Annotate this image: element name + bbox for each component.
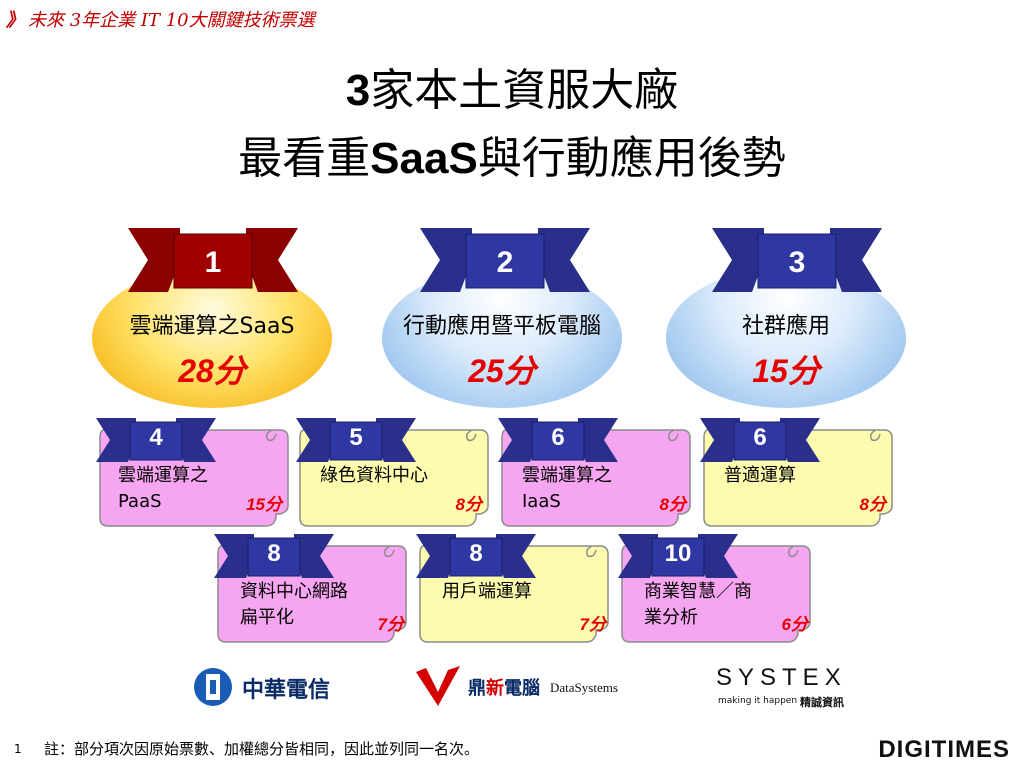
rank2-score: 25分 — [468, 353, 536, 389]
rank4-score: 15分 — [246, 495, 282, 514]
page-number: 1 — [14, 742, 22, 756]
scroll-rank10 — [618, 534, 811, 643]
header-tag: 》未來 3年企業 IT 10大關鍵技術票選 — [6, 6, 315, 32]
dsc-char-c: 電腦 — [504, 678, 540, 699]
rank6b-number: 6 — [753, 424, 767, 451]
rank1-number: 1 — [204, 246, 222, 279]
rank4-label-2: PaaS — [118, 491, 162, 512]
rank10-score: 6分 — [781, 615, 808, 634]
title-text-2b: 與行動應用後勢 — [477, 133, 786, 184]
cht-logo-icon — [194, 668, 232, 706]
rank8b-label-1: 用戶端運算 — [442, 581, 532, 602]
rank6a-label-1: 雲端運算之 — [522, 465, 612, 486]
systex-logo-sub: making it happen — [718, 696, 798, 706]
rank5-label-1: 綠色資料中心 — [320, 465, 428, 486]
rank10-label-1: 商業智慧／商 — [644, 581, 752, 602]
dsc-logo-icon — [416, 666, 460, 706]
rank8b-score: 7分 — [579, 615, 606, 634]
rank6b-label-1: 普適運算 — [724, 465, 796, 486]
footnote: 註：部分項次因原始票數、加權總分皆相同，因此並列同一名次。 — [44, 740, 480, 758]
rank5-number: 5 — [349, 424, 363, 451]
dsc-char-b: 新 — [486, 678, 504, 699]
rank4-number: 4 — [149, 424, 163, 451]
dsc-char-a: 鼎 — [468, 678, 486, 699]
rank3-number: 3 — [788, 246, 806, 279]
rank2-number: 2 — [496, 246, 514, 279]
systex-logo-text: SYSTEX — [716, 664, 847, 691]
scroll-rank8b — [416, 534, 609, 643]
rank8a-label-2: 扁平化 — [240, 607, 294, 628]
rank1-ribbon — [128, 228, 298, 292]
title-text-2a: 最看重 — [238, 133, 371, 184]
rank10-number: 10 — [664, 540, 692, 567]
rank6a-number: 6 — [551, 424, 565, 451]
title-number: 3 — [345, 66, 371, 115]
title-text-1: 家本土資服大廠 — [370, 65, 679, 116]
scroll-rank6a — [498, 418, 691, 527]
rank8a-score: 7分 — [377, 615, 404, 634]
page-title-line1: 3家本土資服大廠 — [0, 60, 1024, 122]
rank10-label-2: 業分析 — [644, 607, 698, 628]
rank5-score: 8分 — [455, 495, 482, 514]
title-saas: SaaS — [370, 134, 478, 183]
systex-logo-cn: 精誠資訊 — [800, 696, 844, 709]
rank1-label: 雲端運算之SaaS — [129, 314, 295, 339]
dsc-logo-en: DataSystems — [550, 680, 618, 695]
rank6a-score: 8分 — [659, 495, 686, 514]
rank4-label-1: 雲端運算之 — [118, 465, 208, 486]
dsc-logo-text: 鼎新電腦 — [468, 674, 540, 700]
scroll-rank4 — [96, 418, 289, 527]
rank8b-number: 8 — [469, 540, 483, 567]
chevron-icon: 》 — [6, 10, 24, 31]
rank1-score: 28分 — [178, 353, 246, 389]
rank2-ribbon — [420, 228, 590, 292]
rank2-label: 行動應用暨平板電腦 — [402, 314, 601, 339]
rank3-score: 15分 — [752, 353, 820, 389]
header-tag-text: 未來 3年企業 IT 10大關鍵技術票選 — [28, 10, 315, 31]
rank3-label: 社群應用 — [741, 314, 830, 339]
rank8a-label-1: 資料中心網路 — [240, 581, 348, 602]
rank6b-score: 8分 — [859, 495, 886, 514]
rank3-ribbon — [712, 228, 882, 292]
cht-logo-text: 中華電信 — [242, 678, 331, 703]
scroll-rank5 — [296, 418, 489, 527]
page-title-line2: 最看重SaaS與行動應用後勢 — [0, 128, 1024, 190]
scroll-rank6b — [700, 418, 893, 527]
digitimes-logo: DIGITIMES — [878, 736, 1010, 763]
rank6a-label-2: IaaS — [522, 491, 561, 512]
scroll-rank8a — [214, 534, 407, 643]
rank8a-number: 8 — [267, 540, 281, 567]
